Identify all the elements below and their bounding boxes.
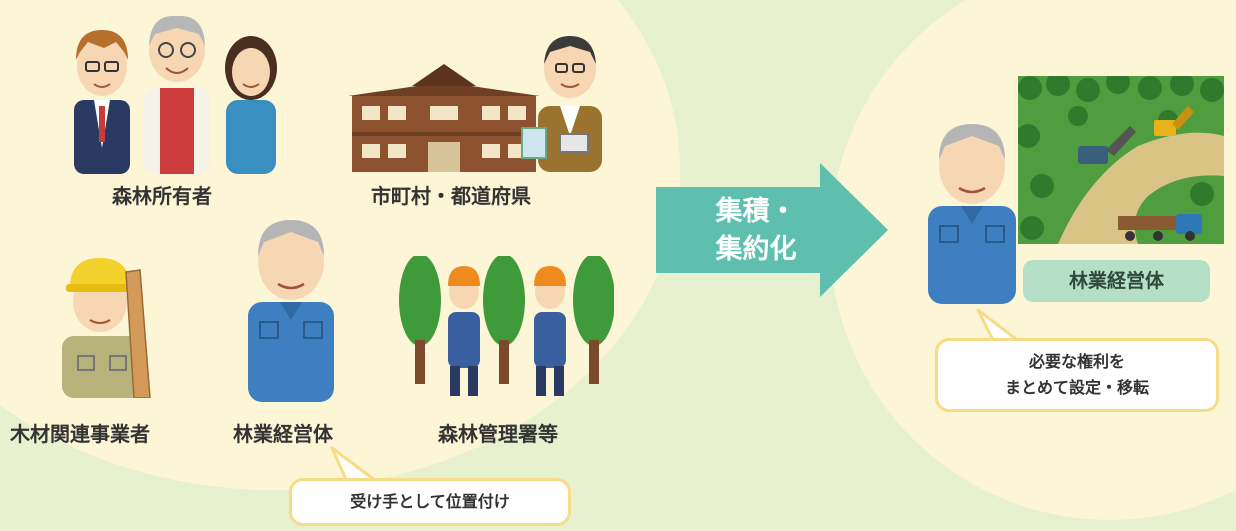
elderly-man-icon <box>144 15 210 174</box>
young-man-icon <box>74 30 130 174</box>
label-forest-office: 森林管理署等 <box>438 422 558 446</box>
woman-icon <box>225 36 277 174</box>
callout-rights: 必要な権利を まとめて設定・移転 <box>935 338 1219 412</box>
forestry-operator-right-illustration <box>928 124 1016 304</box>
arrow-label-line2: 集約化 <box>715 234 797 265</box>
aggregation-arrow <box>656 163 888 297</box>
callout-receiver: 受け手として位置付け <box>289 478 571 526</box>
excavator-icon <box>1078 126 1136 164</box>
callout-receiver-text: 受け手として位置付け <box>350 492 510 511</box>
arrow-label-line1: 集積・ <box>715 196 797 227</box>
forestry-operator-tag-text: 林業経営体 <box>1068 270 1164 292</box>
municipality-illustration <box>348 36 602 172</box>
official-icon <box>521 36 602 172</box>
forest-worksite-illustration <box>1018 76 1224 244</box>
forest-owners-illustration <box>74 15 277 174</box>
timber-business-illustration <box>62 258 151 398</box>
label-timber-business: 木材関連事業者 <box>10 422 150 446</box>
forestry-operator-illustration <box>248 220 334 402</box>
label-forest-owner: 森林所有者 <box>112 184 212 208</box>
callout-rights-line1: 必要な権利を <box>1028 352 1125 371</box>
label-municipality: 市町村・都道府県 <box>371 184 531 208</box>
label-forestry-operator: 林業経営体 <box>233 422 333 446</box>
callout-rights-line2: まとめて設定・移転 <box>1004 378 1149 397</box>
forest-office-illustration <box>399 256 614 396</box>
town-hall-building-icon <box>348 64 540 172</box>
truck-icon <box>1118 214 1202 241</box>
crane-icon <box>1154 106 1194 136</box>
tree-icons <box>399 256 614 346</box>
ranger-icons <box>448 266 566 396</box>
forestry-operator-tag: 林業経営体 <box>1023 260 1210 302</box>
arrow-label: 集積・ 集約化 <box>686 193 826 269</box>
